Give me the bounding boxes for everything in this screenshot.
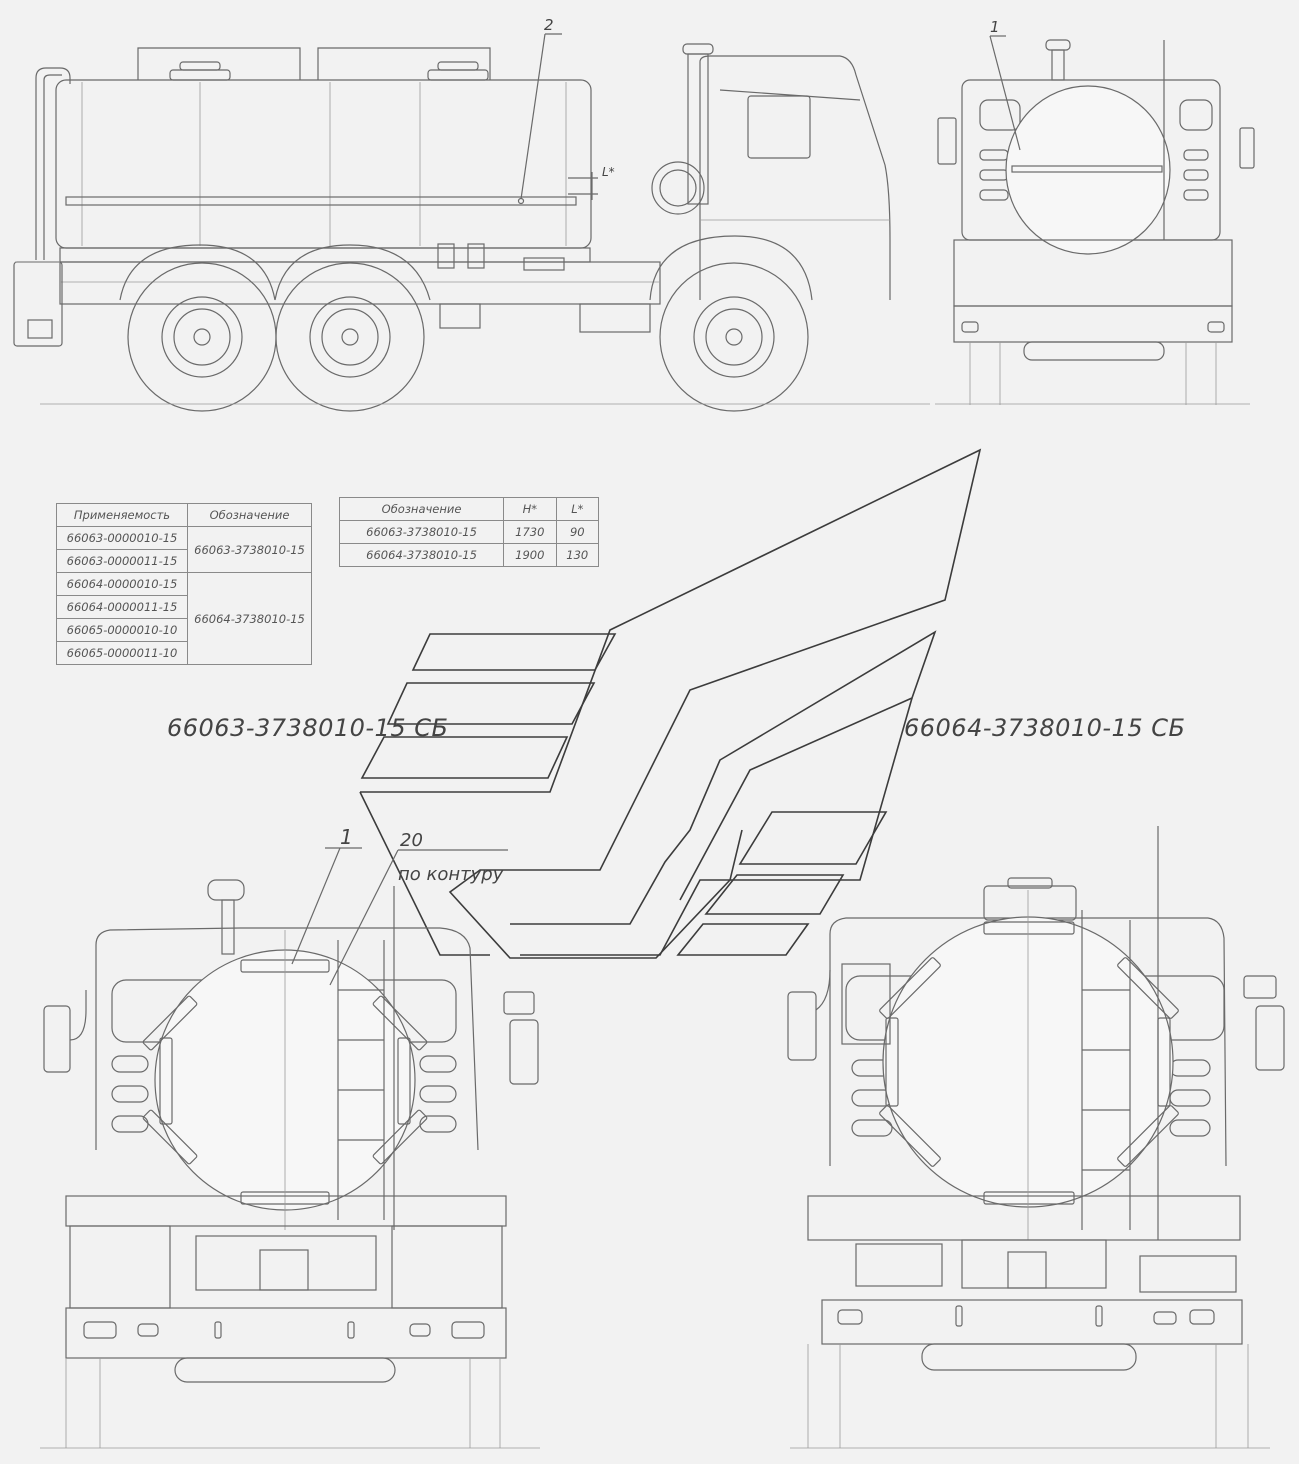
table-header-row: Обозначение H* L*	[338, 497, 600, 521]
table-cell: 66063-0000010-15	[56, 526, 188, 550]
header-H: H*	[503, 497, 557, 521]
dimension-L: L*	[602, 165, 615, 179]
table-header-row: Применяемость Обозначение	[56, 503, 312, 527]
side-view-callouts: 2 L*	[520, 16, 615, 200]
header-applicability: Применяемость	[56, 503, 188, 527]
table-cell: 90	[555, 520, 600, 544]
truck-rear-view-left	[40, 879, 540, 1449]
truck-rear-view-right	[787, 826, 1285, 1449]
assembly-caption-left: 66063-3738010-15 СБ	[167, 714, 449, 742]
table-cell-designation: 66063-3738010-15	[187, 526, 312, 573]
table-row: 66063-0000010-15 66063-3738010-15	[56, 526, 312, 573]
left-view-callouts: 1 20 по контуру	[291, 825, 508, 986]
table-row: 66065-0000011-10	[56, 641, 312, 665]
table-row: 66064-3738010-15 1900 130	[338, 543, 600, 567]
table-row: 66064-0000010-15 66064-3738010-15	[56, 572, 312, 665]
table-cell: 130	[555, 543, 600, 567]
table-cell: 66064-0000011-15	[56, 595, 188, 619]
header-L: L*	[555, 497, 600, 521]
table-cell: 66063-3738010-15	[338, 520, 505, 544]
weld-note: по контуру	[398, 864, 504, 885]
callout-1-left: 1	[340, 825, 353, 849]
table-cell: 1730	[503, 520, 557, 544]
table-row: 66063-3738010-15 1730 90	[338, 520, 600, 544]
callout-1-top: 1	[990, 18, 1000, 36]
table-cell: 66064-0000010-15	[56, 572, 188, 596]
table-cell: 66065-0000011-10	[56, 641, 188, 665]
header-designation: Обозначение	[338, 497, 505, 521]
table-cell-designation: 66064-3738010-15	[187, 572, 312, 665]
header-designation: Обозначение	[187, 503, 312, 527]
assembly-caption-right: 66064-3738010-15 СБ	[904, 714, 1186, 742]
truck-side-view	[13, 43, 930, 412]
kamaz-logo	[359, 448, 982, 959]
callout-2: 2	[544, 16, 554, 34]
table-row: 66064-0000011-15	[56, 595, 312, 619]
weld-size: 20	[400, 830, 423, 851]
rear-view-callouts: 1	[989, 18, 1021, 151]
table-cell: 1900	[503, 543, 557, 567]
table-cell: 66063-0000011-15	[56, 549, 188, 573]
table-cell: 66064-3738010-15	[338, 543, 505, 567]
dimension-table: Обозначение H* L* 66063-3738010-15 1730 …	[338, 497, 600, 567]
table-cell: 66065-0000010-10	[56, 618, 188, 642]
truck-rear-view-small	[935, 39, 1255, 405]
table-row: 66065-0000010-10	[56, 618, 312, 642]
applicability-table: Применяемость Обозначение 66063-0000010-…	[56, 503, 312, 665]
